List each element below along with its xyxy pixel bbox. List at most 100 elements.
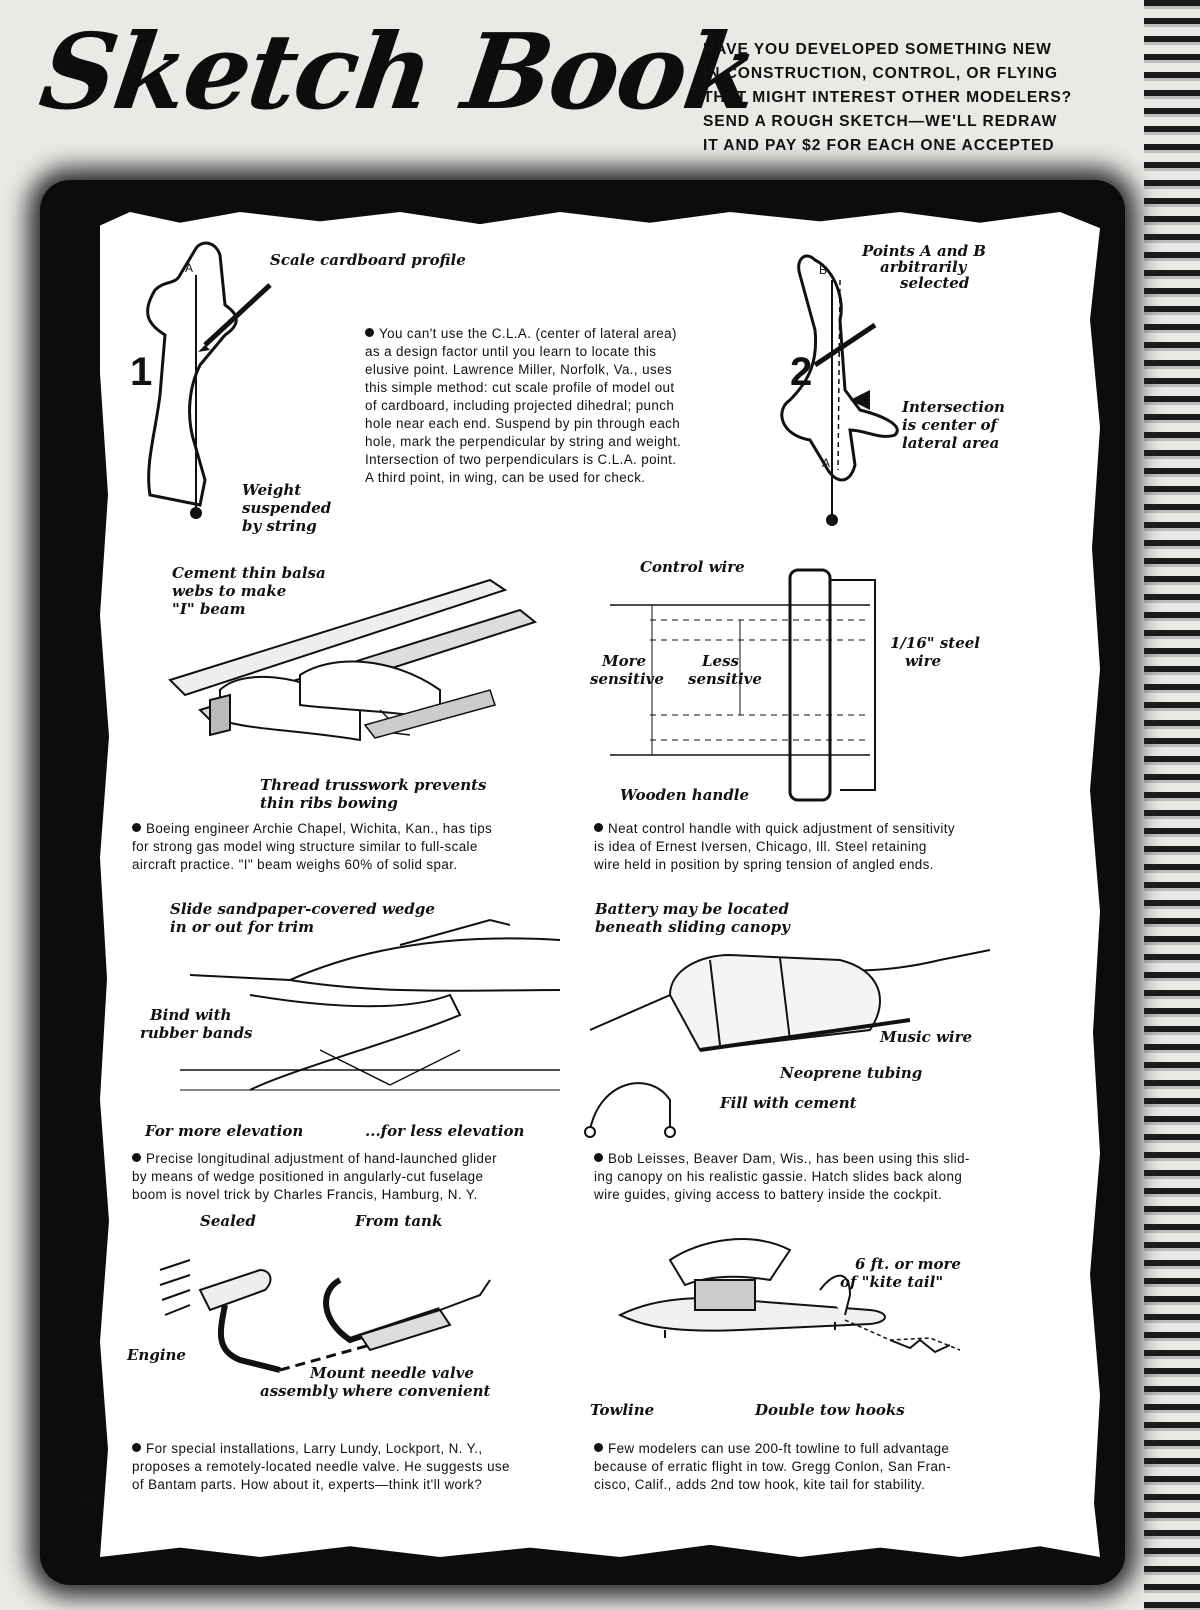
ibeam-caption: Boeing engineer Archie Chapel, Wichita, … [132,820,562,874]
caption-line: Few modelers can use 200-ft towline to f… [594,1440,1014,1458]
label-more-2: sensitive [590,670,664,688]
point-a-label: A [185,261,193,275]
point-a2-label: A [822,456,830,470]
caption-line: for strong gas model wing structure simi… [132,838,562,856]
wedge-caption: Precise longitudinal adjustment of hand-… [132,1150,562,1204]
caption-line: is idea of Ernest Iversen, Chicago, Ill.… [594,838,1014,856]
caption-line: boom is novel trick by Charles Francis, … [132,1186,562,1204]
caption-text: For special installations, Larry Lundy, … [146,1441,483,1456]
label-cement-2: webs to make [172,582,286,600]
wedge-labels: Slide sandpaper-covered wedge in or out … [140,900,570,1140]
tagline-line: HAVE YOU DEVELOPED SOMETHING NEW [703,38,1073,62]
label-tow-hooks: Double tow hooks [754,1401,905,1419]
bullet-icon [594,823,603,832]
caption-line: For special installations, Larry Lundy, … [132,1440,562,1458]
label-less-elevation: ...for less elevation [365,1122,524,1140]
caption-line: Bob Leisses, Beaver Dam, Wis., has been … [594,1150,1014,1168]
label-mount-1: Mount needle valve [309,1364,474,1382]
label-weight-1: Weight [242,481,301,499]
label-slide-1: Slide sandpaper-covered wedge [170,900,435,918]
caption-line: by means of wedge positioned in angularl… [132,1168,562,1186]
tagline: HAVE YOU DEVELOPED SOMETHING NEW IN CONS… [703,38,1073,158]
caption-line: elusive point. Lawrence Miller, Norfolk,… [365,361,745,379]
label-intersection-3: lateral area [902,434,999,452]
sketch-book-logo: Sketch Book [33,10,764,133]
caption-line: hole, mark the perpendicular by string a… [365,433,745,451]
label-sealed: Sealed [200,1212,256,1230]
caption-line: hole near each end. Suspend by pin throu… [365,415,745,433]
caption-line: of Bantam parts. How about it, experts—t… [132,1476,562,1494]
label-less-1: Less [701,652,740,670]
caption-text: Neat control handle with quick adjustmen… [608,821,955,836]
label-more-1: More [601,652,646,670]
label-points-3: selected [900,274,970,292]
cla-labels-right: Points A and B arbitrarily selected Inte… [860,240,1040,460]
label-bind-2: rubber bands [140,1024,253,1042]
handle-caption: Neat control handle with quick adjustmen… [594,820,1014,874]
bullet-icon [132,1443,141,1452]
needle-labels: Sealed From tank Engine Mount needle val… [125,1210,565,1430]
caption-text: Few modelers can use 200-ft towline to f… [608,1441,949,1456]
tagline-line: IT AND PAY $2 FOR EACH ONE ACCEPTED [703,134,1073,158]
caption-text: You can't use the C.L.A. (center of late… [379,326,677,341]
caption-line: of cardboard, including projected dihedr… [365,397,745,415]
label-music-wire: Music wire [879,1028,972,1046]
towline-labels: 6 ft. or more of "kite tail" Towline Dou… [590,1215,1010,1425]
label-bind-1: Bind with [149,1006,231,1024]
figure-number-2: 2 [790,350,812,395]
canopy-caption: Bob Leisses, Beaver Dam, Wis., has been … [594,1150,1014,1204]
caption-line: You can't use the C.L.A. (center of late… [365,325,745,343]
caption-line: this simple method: cut scale profile of… [365,379,745,397]
caption-text: Precise longitudinal adjustment of hand-… [146,1151,497,1166]
label-intersection-2: is center of [902,416,1000,434]
tagline-line: THAT MIGHT INTEREST OTHER MODELERS? [703,86,1073,110]
needle-caption: For special installations, Larry Lundy, … [132,1440,562,1494]
cla-caption: You can't use the C.L.A. (center of late… [365,325,745,487]
label-engine: Engine [126,1346,186,1364]
caption-line: cisco, Calif., adds 2nd tow hook, kite t… [594,1476,1014,1494]
caption-line: aircraft practice. "I" beam weighs 60% o… [132,856,562,874]
caption-text: Bob Leisses, Beaver Dam, Wis., has been … [608,1151,970,1166]
caption-text: Boeing engineer Archie Chapel, Wichita, … [146,821,492,836]
label-control-wire: Control wire [640,558,745,576]
canopy-labels: Battery may be located beneath sliding c… [590,900,1010,1140]
caption-line: wire held in position by spring tension … [594,856,1014,874]
label-towline: Towline [590,1401,654,1419]
label-slide-2: in or out for trim [170,918,314,936]
label-profile: Scale cardboard profile [270,251,466,269]
handle-labels: Control wire 1/16" steel wire More sensi… [590,560,1010,810]
tagline-line: IN CONSTRUCTION, CONTROL, OR FLYING [703,62,1073,86]
label-weight-3: by string [242,517,317,535]
label-fill-cement: Fill with cement [719,1094,857,1112]
label-mount-2: assembly where convenient [260,1382,491,1400]
label-from-tank: From tank [354,1212,442,1230]
caption-line: proposes a remotely-located needle valve… [132,1458,562,1476]
caption-line: Boeing engineer Archie Chapel, Wichita, … [132,820,562,838]
towline-caption: Few modelers can use 200-ft towline to f… [594,1440,1014,1494]
label-cement-1: Cement thin balsa [172,564,326,582]
tagline-line: SEND A ROUGH SKETCH—WE'LL REDRAW [703,110,1073,134]
label-steel-wire-2: wire [905,652,941,670]
caption-line: A third point, in wing, can be used for … [365,469,745,487]
label-kite-1: 6 ft. or more [855,1255,961,1273]
caption-line: wire guides, giving access to battery in… [594,1186,1014,1204]
caption-line: ing canopy on his realistic gassie. Hatc… [594,1168,1014,1186]
caption-line: Precise longitudinal adjustment of hand-… [132,1150,562,1168]
point-b-label: B [819,263,827,277]
label-steel-wire-1: 1/16" steel [890,634,980,652]
label-less-2: sensitive [688,670,762,688]
label-cement-3: "I" beam [172,600,246,618]
caption-line: as a design factor until you learn to lo… [365,343,745,361]
label-wooden-handle: Wooden handle [620,786,749,804]
caption-line: Intersection of two perpendiculars is C.… [365,451,745,469]
label-thread-2: thin ribs bowing [260,794,398,812]
caption-line: because of erratic flight in tow. Gregg … [594,1458,1014,1476]
bullet-icon [365,328,374,337]
label-battery-2: beneath sliding canopy [595,918,791,936]
spiral-binding [1144,0,1200,1610]
bullet-icon [594,1153,603,1162]
bullet-icon [132,823,141,832]
label-neoprene: Neoprene tubing [779,1064,922,1082]
label-thread-1: Thread trusswork prevents [260,776,487,794]
figure-number-1: 1 [130,350,152,395]
